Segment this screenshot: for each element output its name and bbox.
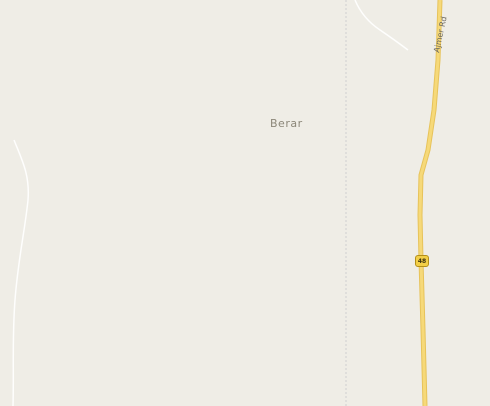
place-label-berar[interactable]: Berar bbox=[270, 117, 303, 130]
highway-ajmer-rd[interactable] bbox=[418, 0, 442, 406]
stream-top bbox=[354, 0, 409, 51]
stream-left bbox=[12, 139, 30, 406]
route-shield-48[interactable]: 48 bbox=[415, 255, 429, 267]
